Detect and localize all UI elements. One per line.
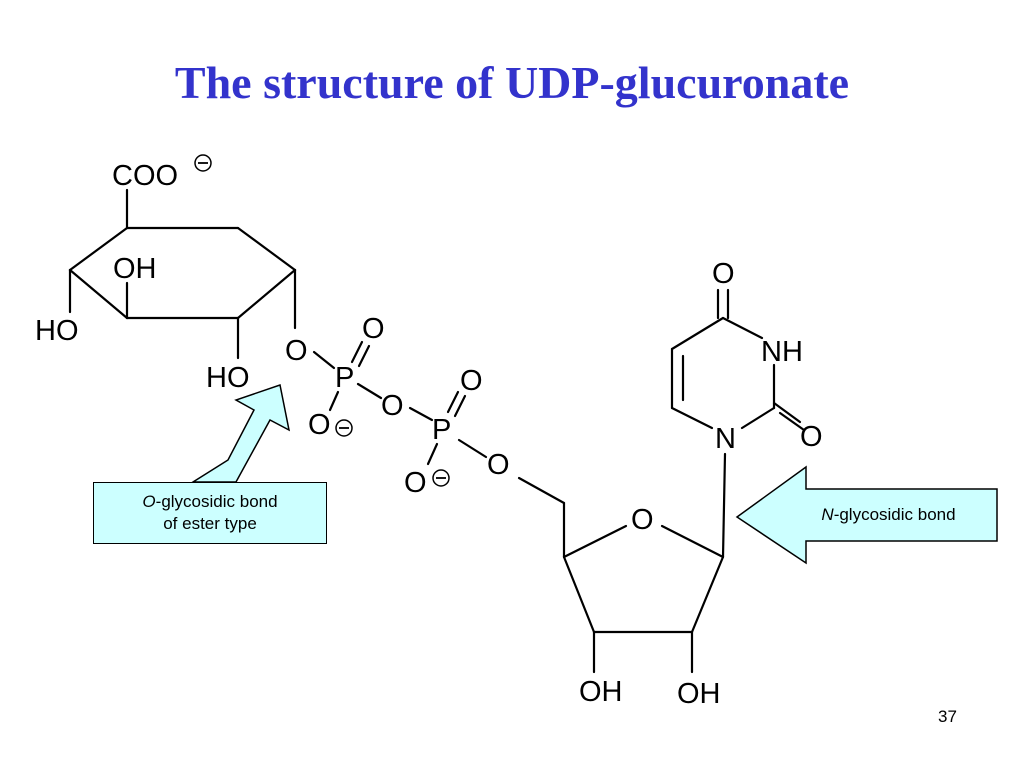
slide-title: The structure of UDP-glucuronate bbox=[174, 57, 850, 108]
o-bond-text: -glycosidic bond bbox=[155, 492, 278, 511]
n-glycosidic-bond-callout: N-glycosidic bond bbox=[780, 489, 997, 541]
uracil-oxygen-top-label: O bbox=[712, 258, 735, 290]
p1-double-oxygen-label: O bbox=[362, 313, 385, 345]
ester-oxygen-label: O bbox=[285, 335, 308, 367]
o-glycosidic-line2: of ester type bbox=[163, 514, 257, 533]
ribose-oh1-label: OH bbox=[579, 676, 623, 708]
p2-o-minus-label: O bbox=[404, 467, 427, 499]
link-oxygen-label: O bbox=[487, 449, 510, 481]
o-glycosidic-line1: O-glycosidic bond bbox=[142, 491, 277, 513]
phosphorus1-label: P bbox=[335, 362, 354, 394]
n-bond-arrow bbox=[735, 465, 998, 565]
p1-o-minus-label: O bbox=[308, 409, 331, 441]
o-bond-arrow bbox=[190, 384, 291, 483]
uracil-oxygen-right-label: O bbox=[800, 421, 823, 453]
ribose-oh2-label: OH bbox=[677, 678, 721, 710]
ring-oh-label: OH bbox=[113, 253, 157, 285]
coo-label: COO bbox=[112, 160, 178, 192]
n-bond-text: -glycosidic bond bbox=[833, 505, 956, 524]
ribose-oxygen-label: O bbox=[631, 504, 654, 536]
slide-number: 37 bbox=[938, 707, 957, 726]
o-italic-label: O bbox=[142, 492, 156, 511]
ring-ho-left-label: HO bbox=[35, 315, 79, 347]
ribose-ring bbox=[517, 452, 727, 674]
coo-negative-charge-icon bbox=[194, 154, 212, 172]
uracil-nh-label: NH bbox=[761, 336, 803, 368]
n-italic-label: N bbox=[821, 505, 834, 524]
phosphorus2-label: P bbox=[432, 414, 451, 446]
uracil-nitrogen-label: N bbox=[715, 423, 736, 455]
p2-negative-charge-icon bbox=[432, 469, 450, 487]
o-glycosidic-bond-callout: O-glycosidic bond of ester type bbox=[93, 482, 327, 544]
uracil-ring bbox=[670, 288, 806, 432]
phosphate-chain bbox=[312, 340, 488, 466]
ring-ho-bottom-label: HO bbox=[206, 362, 250, 394]
bridge-oxygen-label: O bbox=[381, 390, 404, 422]
p1-negative-charge-icon bbox=[335, 419, 353, 437]
glucuronate-ring bbox=[68, 188, 297, 360]
p2-double-oxygen-label: O bbox=[460, 365, 483, 397]
